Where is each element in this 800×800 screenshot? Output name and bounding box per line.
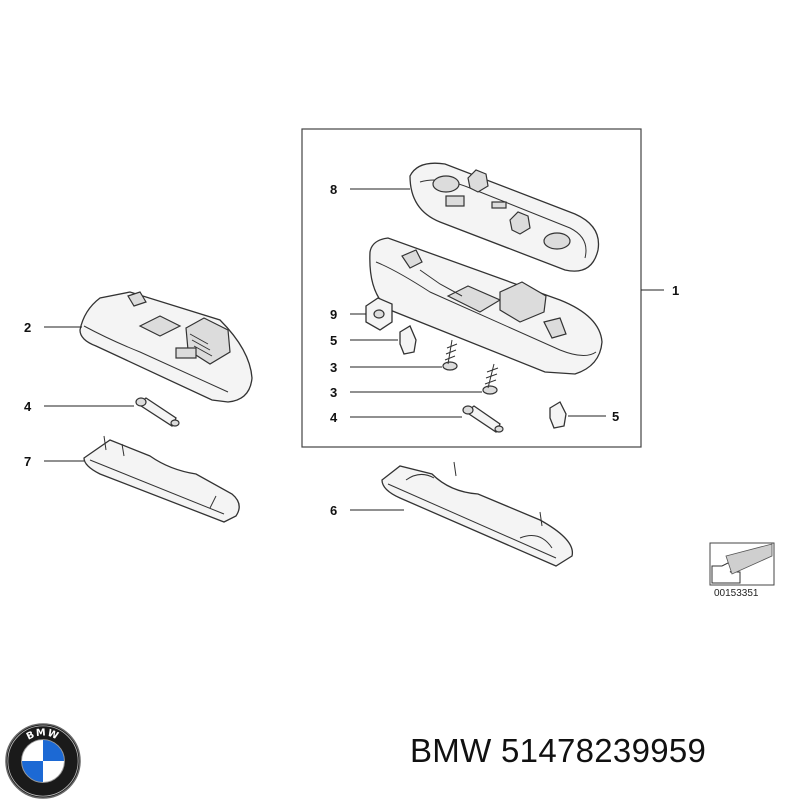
part-4-bulb: [135, 397, 180, 427]
part-5-upper-contact: [399, 325, 417, 355]
callout-9: 9: [330, 307, 337, 322]
diagram-reference-icon: [709, 542, 775, 586]
callout-2: 2: [24, 320, 31, 335]
callout-3a: 3: [330, 360, 337, 375]
part-2-lamp-housing: [79, 291, 253, 403]
callout-5a: 5: [330, 333, 337, 348]
callout-6: 6: [330, 503, 337, 518]
brand-logo: BMW: [5, 723, 81, 799]
callout-7: 7: [24, 454, 31, 469]
part-3-screw-a: [442, 339, 458, 371]
assembly-frame: [301, 128, 642, 448]
part-8-cover-plate: [409, 162, 600, 272]
part-6-lens: [381, 461, 574, 567]
part-9-clip: [365, 297, 393, 331]
callout-3b: 3: [330, 385, 337, 400]
callout-4b: 4: [330, 410, 338, 425]
part-7-lens: [83, 435, 240, 523]
part-5-lower-contact: [549, 401, 567, 429]
callout-5b: 5: [612, 409, 619, 424]
part-number-caption: BMW 51478239959: [410, 732, 707, 769]
part-3-screw-b: [482, 363, 499, 395]
callout-8: 8: [330, 182, 337, 197]
callout-1: 1: [672, 283, 679, 298]
diagram-number: 00153351: [714, 588, 759, 599]
part-4-inner-bulb: [462, 405, 504, 433]
callout-4a: 4: [24, 399, 32, 414]
